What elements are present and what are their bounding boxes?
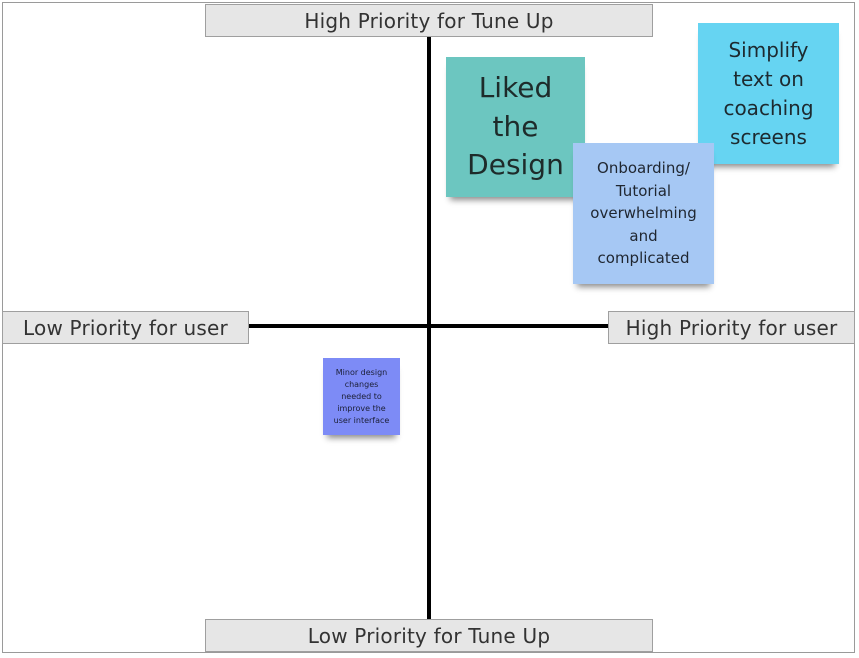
bottom-axis-label-text: Low Priority for Tune Up — [307, 623, 551, 648]
sticky-note-text: Onboarding/ Tutorial overwhelming and co… — [590, 159, 697, 268]
right-axis-label[interactable]: High Priority for user — [608, 311, 855, 344]
sticky-note-onboarding[interactable]: Onboarding/ Tutorial overwhelming and co… — [573, 143, 714, 284]
right-axis-label-text: High Priority for user — [625, 315, 838, 340]
left-axis-label[interactable]: Low Priority for user — [2, 311, 249, 344]
left-axis-label-text: Low Priority for user — [23, 315, 228, 340]
top-axis-label[interactable]: High Priority for Tune Up — [205, 4, 653, 37]
horizontal-axis — [248, 324, 610, 328]
sticky-note-liked-design[interactable]: Liked the Design — [446, 57, 585, 197]
vertical-axis — [427, 36, 431, 620]
sticky-note-text: Simplify text on coaching screens — [723, 37, 814, 149]
sticky-note-text: Minor design changes needed to improve t… — [333, 367, 390, 425]
top-axis-label-text: High Priority for Tune Up — [304, 8, 554, 33]
bottom-axis-label[interactable]: Low Priority for Tune Up — [205, 619, 653, 652]
sticky-note-simplify-text[interactable]: Simplify text on coaching screens — [698, 23, 839, 164]
sticky-note-text: Liked the Design — [467, 71, 564, 182]
sticky-note-minor-design[interactable]: Minor design changes needed to improve t… — [323, 358, 400, 435]
